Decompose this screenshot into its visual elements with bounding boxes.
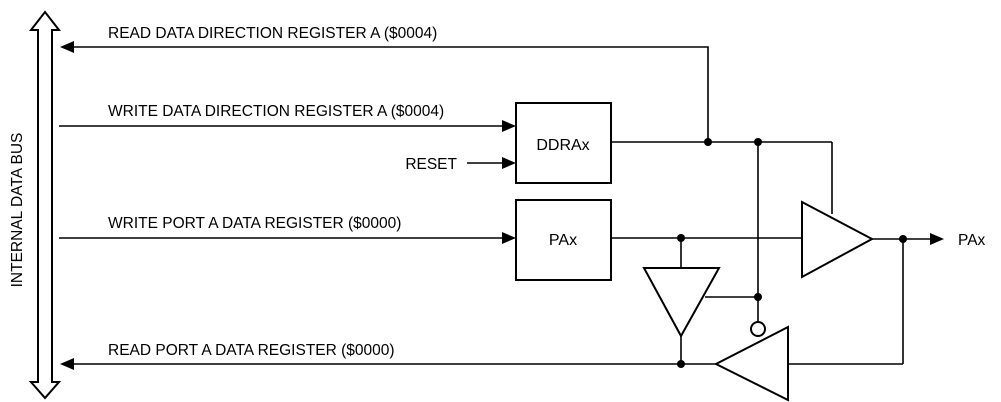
port-block-label: PAx xyxy=(549,232,577,249)
ddr-output-net xyxy=(611,138,833,322)
ddr-register-block xyxy=(515,102,612,184)
reset-arrow xyxy=(467,157,516,169)
read-ddr-label: READ DATA DIRECTION REGISTER A ($0004) xyxy=(108,25,437,42)
latch-read-buffer xyxy=(642,267,721,339)
write-ddr-label: WRITE DATA DIRECTION REGISTER A ($0004) xyxy=(108,103,444,120)
reset-label: RESET xyxy=(405,156,457,173)
write-ddr-path xyxy=(59,120,516,132)
write-port-path xyxy=(59,232,516,244)
pin-label: PAx xyxy=(958,232,986,249)
read-port-label: READ PORT A DATA REGISTER ($0000) xyxy=(108,342,395,359)
input-buffer xyxy=(713,325,789,402)
read-port-path xyxy=(60,336,716,370)
enable-inverter-bubble xyxy=(750,321,766,337)
port-latch-net xyxy=(611,234,802,268)
ddr-block-label: DDRAx xyxy=(536,137,589,154)
internal-data-bus xyxy=(28,10,62,400)
port-register-block xyxy=(515,199,612,281)
pin-output-net xyxy=(788,233,944,365)
output-buffer xyxy=(801,200,875,279)
bus-label: INTERNAL DATA BUS xyxy=(9,133,26,288)
write-port-label: WRITE PORT A DATA REGISTER ($0000) xyxy=(108,215,401,232)
read-ddr-path xyxy=(60,41,709,142)
